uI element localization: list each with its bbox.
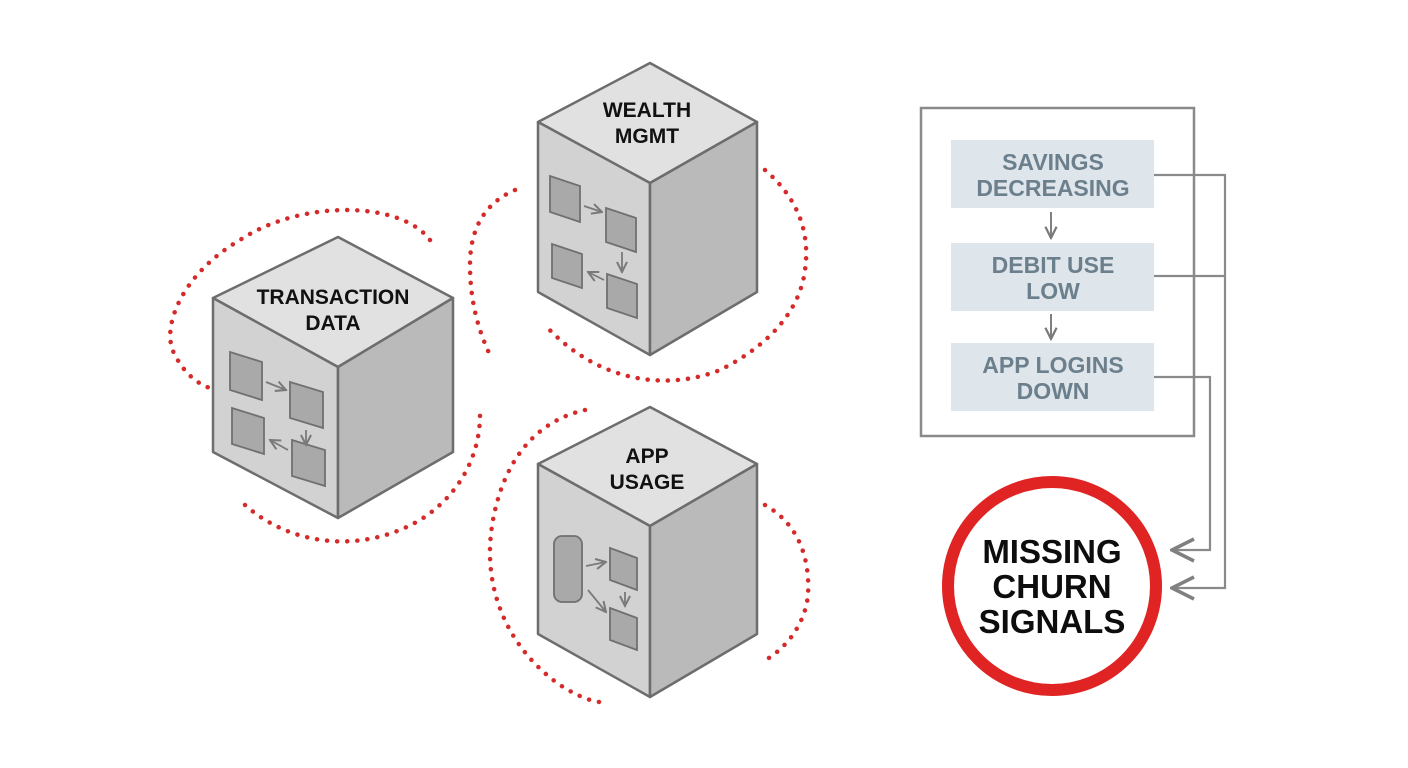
- alert-text-line2: CHURN: [992, 568, 1111, 605]
- flow-arrows: [265, 382, 306, 451]
- signal-text-line1: DEBIT USE: [992, 252, 1115, 278]
- transaction-boundary-arc-left: [168, 207, 433, 391]
- flow-arrows: [585, 562, 625, 612]
- flow-icon: [553, 535, 638, 652]
- signal-connectors: [1154, 173, 1227, 588]
- wealth-boundary-arc-left: [467, 187, 518, 358]
- wealth-mgmt-cube: WEALTH MGMT: [536, 61, 759, 357]
- silo-boundaries: [168, 167, 811, 705]
- cube-label-line2: USAGE: [610, 471, 685, 494]
- missing-churn-signals-alert: MISSING CHURN SIGNALS: [942, 476, 1162, 696]
- signal-box-app-logins: [951, 343, 1154, 411]
- app-usage-cube: APP USAGE: [536, 405, 759, 699]
- signal-text-line1: APP LOGINS: [982, 352, 1123, 378]
- wealth-boundary-arc-right: [542, 167, 809, 383]
- flow-icon: [549, 174, 638, 320]
- cube-label-line1: TRANSACTION: [257, 286, 410, 309]
- signal-text-line1: SAVINGS: [1002, 149, 1104, 175]
- cube-label-line2: MGMT: [615, 125, 679, 148]
- alert-text-line1: MISSING: [982, 533, 1121, 570]
- signal-text-line2: DOWN: [1017, 378, 1090, 404]
- signal-box-debit: [951, 243, 1154, 311]
- app-boundary-arc-right: [759, 502, 811, 665]
- signal-box-savings: [951, 140, 1154, 208]
- cube-label-line1: WEALTH: [603, 99, 691, 122]
- cube-label-line2: DATA: [305, 312, 360, 335]
- signals-panel: SAVINGS DECREASING DEBIT USE LOW APP LOG…: [919, 106, 1196, 438]
- cube-right-face: [336, 296, 455, 520]
- alert-ring: [942, 476, 1162, 696]
- flow-arrows: [583, 206, 622, 280]
- flow-icon: [229, 350, 326, 488]
- cube-label-line1: APP: [625, 445, 668, 468]
- transaction-data-cube: TRANSACTION DATA: [211, 235, 455, 520]
- cube-right-face: [648, 462, 759, 699]
- transaction-boundary-arc-bottom: [242, 412, 483, 544]
- signal-text-line2: LOW: [1026, 278, 1080, 304]
- alert-text-line3: SIGNALS: [979, 603, 1126, 640]
- signal-text-line2: DECREASING: [976, 175, 1129, 201]
- cube-right-face: [648, 120, 759, 357]
